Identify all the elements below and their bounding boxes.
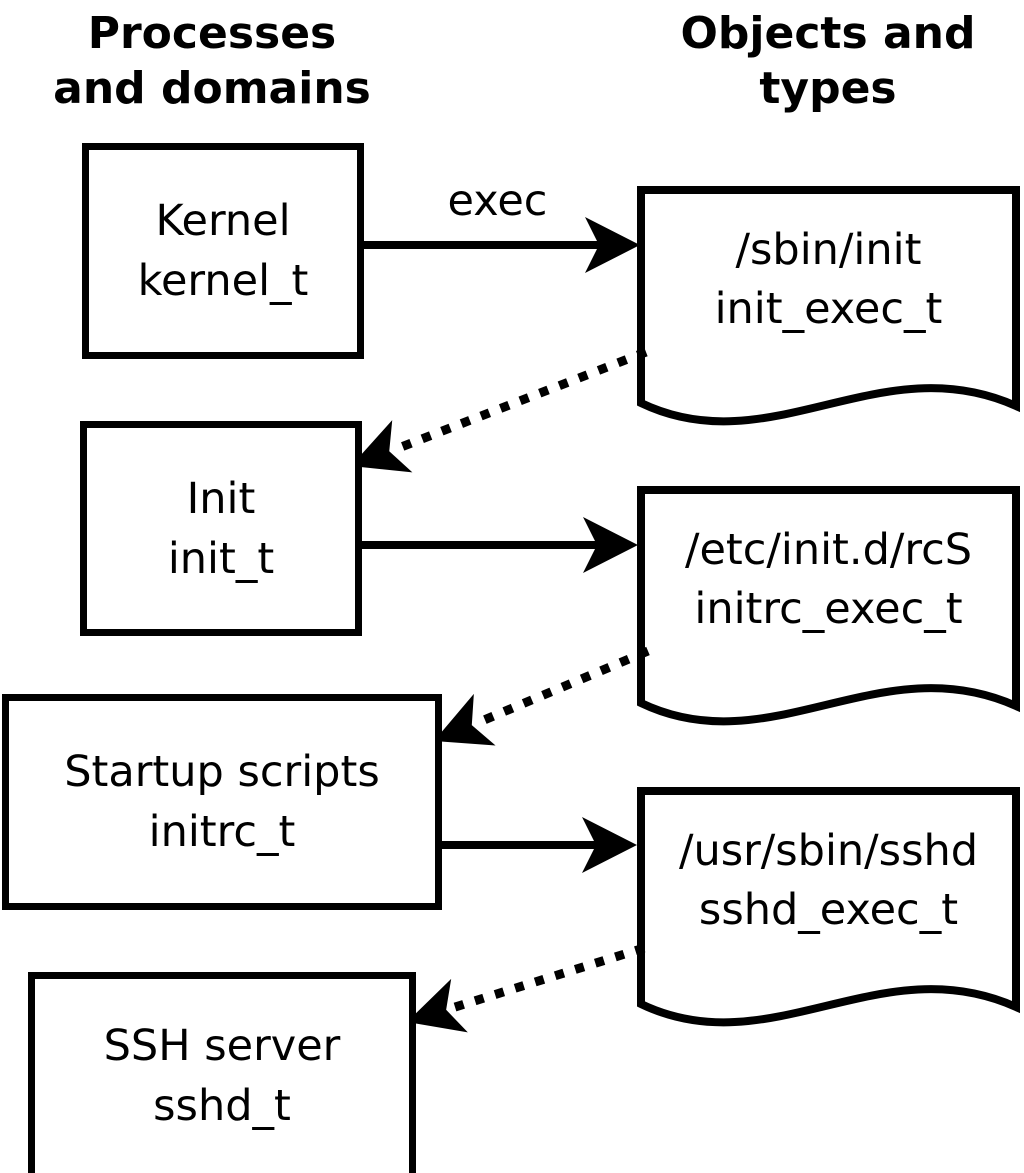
exec-arrow-initrc-to-sshd <box>428 817 637 873</box>
exec-arrow-kernel-to-sbin-init <box>350 217 640 273</box>
header-right-line1: Objects and <box>680 8 976 59</box>
process-domain: sshd_t <box>153 1081 291 1131</box>
header-right-line2: types <box>759 63 897 114</box>
process-name: SSH server <box>103 1021 341 1071</box>
transition-arrow-sshd-to-sshserver <box>407 943 646 1033</box>
process-name: Startup scripts <box>64 747 380 797</box>
header-left-line2: and domains <box>53 63 371 114</box>
transition-arrow-sbin-init-to-init <box>351 347 648 473</box>
process-name: Kernel <box>155 196 291 246</box>
process-box-startup-scripts: Startup scripts initrc_t <box>2 694 442 910</box>
process-name: Init <box>186 473 256 524</box>
process-box-init: Init init_t <box>80 421 362 636</box>
process-box-kernel: Kernel kernel_t <box>82 143 364 359</box>
header-objects-and-types: Objects and types <box>653 6 1003 116</box>
document-shape-usr-sbin-sshd <box>637 787 1020 1027</box>
transition-arrow-rcs-to-initrc <box>434 646 650 746</box>
exec-arrow-label: exec <box>447 176 548 226</box>
header-processes-and-domains: Processes and domains <box>22 6 402 116</box>
document-shape-etc-initd-rcs <box>637 486 1020 726</box>
process-domain: init_t <box>167 533 275 584</box>
header-left-line1: Processes <box>87 8 337 59</box>
process-domain: initrc_t <box>148 807 296 857</box>
document-shape-sbin-init <box>637 186 1020 426</box>
process-domain: kernel_t <box>137 256 309 306</box>
process-box-ssh-server: SSH server sshd_t <box>28 972 416 1173</box>
exec-arrow-init-to-rcs <box>348 517 638 573</box>
